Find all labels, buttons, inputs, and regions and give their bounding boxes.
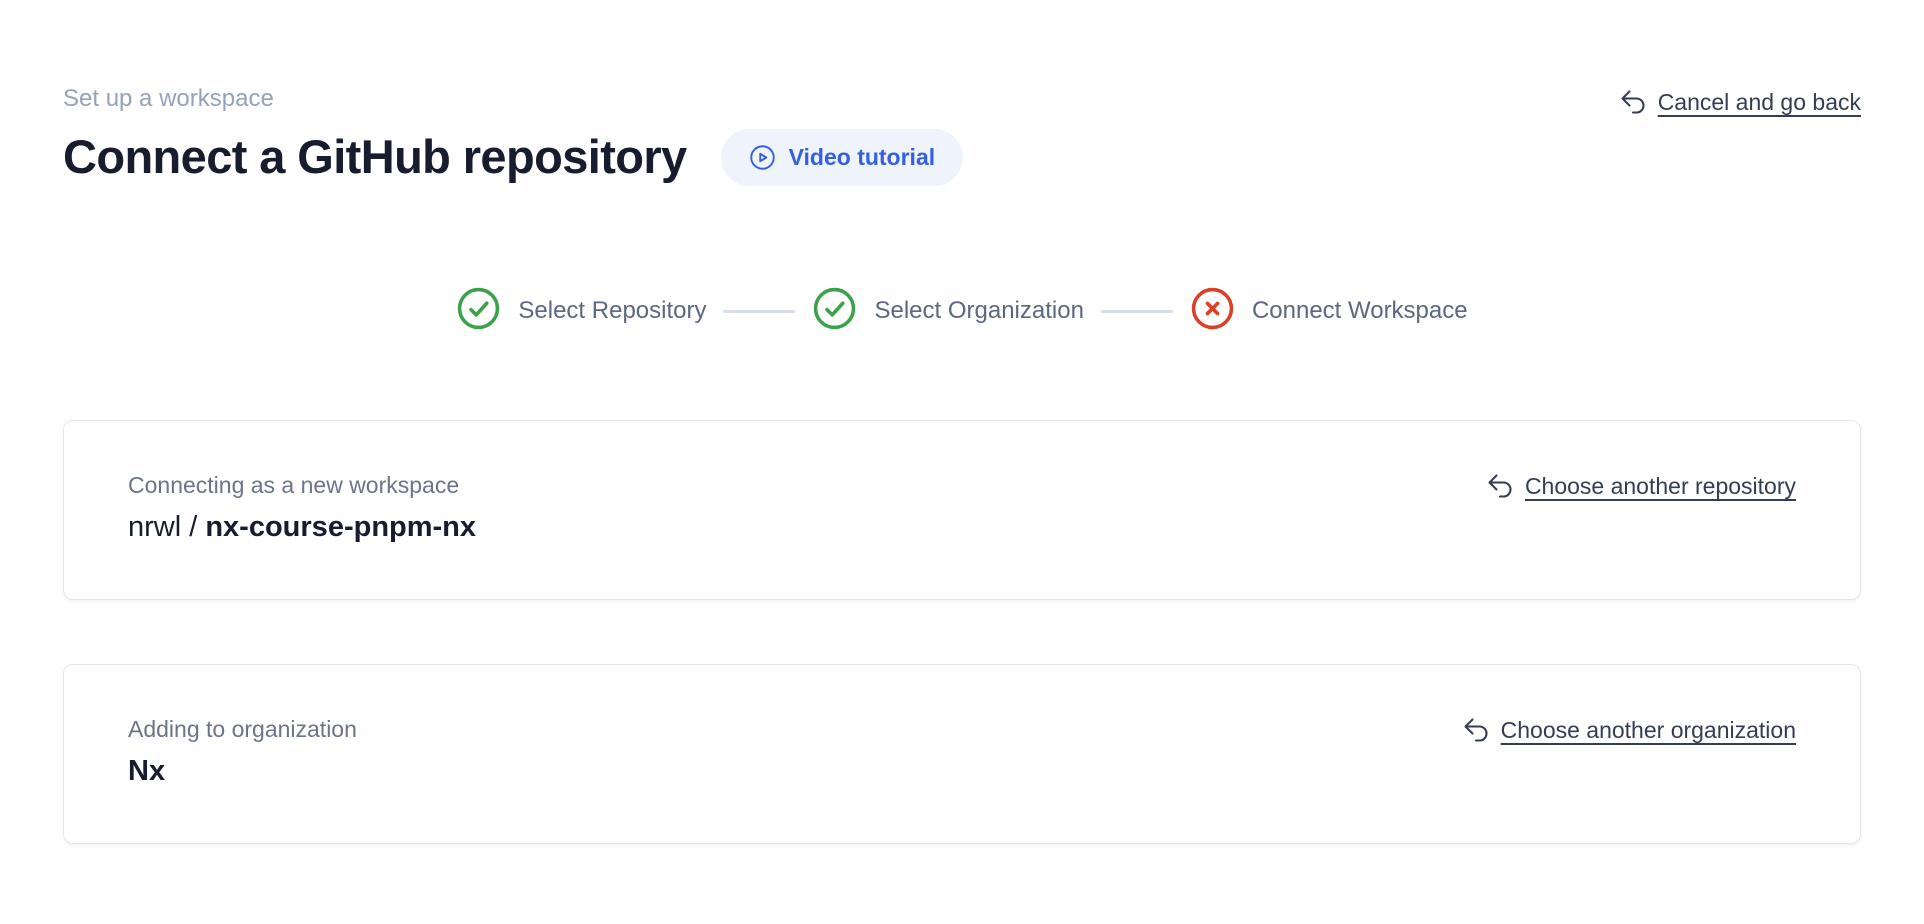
undo-arrow-icon	[1462, 716, 1490, 744]
repository-full-name: nrwl / nx-course-pnpm-nx	[128, 509, 476, 545]
organization-card: Adding to organization Nx Choose another…	[63, 664, 1861, 844]
cancel-and-go-back-link[interactable]: Cancel and go back	[1619, 88, 1861, 116]
undo-arrow-icon	[1619, 88, 1647, 116]
header-titles: Set up a workspace Connect a GitHub repo…	[63, 84, 964, 186]
video-tutorial-button[interactable]: Video tutorial	[720, 128, 964, 186]
organization-card-info: Adding to organization Nx	[128, 715, 357, 789]
step-label: Select Organization	[874, 297, 1084, 324]
video-tutorial-label: Video tutorial	[788, 143, 936, 170]
page-header: Set up a workspace Connect a GitHub repo…	[63, 84, 1861, 186]
page-title: Connect a GitHub repository	[63, 130, 687, 183]
play-circle-icon	[749, 144, 776, 171]
repository-name: nx-course-pnpm-nx	[205, 511, 477, 543]
step-select-organization: Select Organization	[812, 286, 1084, 336]
check-circle-icon	[812, 286, 857, 336]
repository-owner: nrwl /	[128, 511, 206, 543]
check-circle-icon	[456, 286, 501, 336]
step-connector	[723, 309, 796, 313]
organization-card-label: Adding to organization	[128, 716, 357, 742]
step-connect-workspace: Connect Workspace	[1190, 286, 1468, 336]
step-select-repository: Select Repository	[456, 286, 706, 336]
repository-card: Connecting as a new workspace nrwl / nx-…	[63, 420, 1861, 600]
organization-name: Nx	[128, 755, 166, 787]
x-circle-icon	[1190, 286, 1235, 336]
step-label: Select Repository	[518, 297, 707, 324]
undo-arrow-icon	[1486, 472, 1514, 500]
choose-another-repository-label: Choose another repository	[1524, 472, 1796, 499]
repository-card-info: Connecting as a new workspace nrwl / nx-…	[128, 471, 476, 545]
stepper: Select Repository Select Organization Co…	[63, 286, 1861, 336]
choose-another-organization-link[interactable]: Choose another organization	[1462, 716, 1796, 744]
choose-another-repository-link[interactable]: Choose another repository	[1486, 472, 1796, 500]
step-label: Connect Workspace	[1251, 297, 1468, 324]
step-connector	[1100, 309, 1173, 313]
setup-workspace-page: Set up a workspace Connect a GitHub repo…	[63, 84, 1861, 844]
repository-card-label: Connecting as a new workspace	[128, 472, 460, 498]
title-row: Connect a GitHub repository Video tutori…	[63, 128, 964, 186]
cancel-link-label: Cancel and go back	[1657, 88, 1861, 115]
choose-another-organization-label: Choose another organization	[1500, 716, 1796, 743]
eyebrow-label: Set up a workspace	[63, 85, 274, 112]
